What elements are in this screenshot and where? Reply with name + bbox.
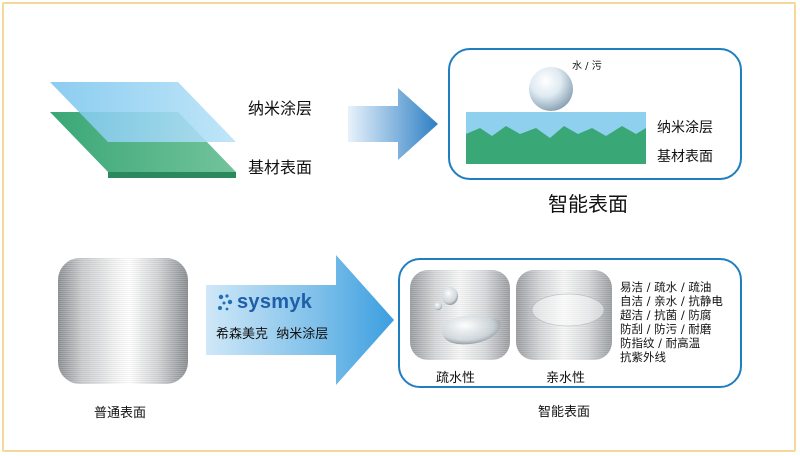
- panel-substrate-label: 基材表面: [657, 149, 713, 165]
- property-item: 自洁 / 亲水 / 抗静电: [620, 294, 723, 308]
- coating-layer: [50, 82, 236, 142]
- hydrophobic-sample: [410, 270, 510, 360]
- property-item: 抗紫外线: [620, 350, 666, 364]
- brand-name: sysmyk: [237, 291, 313, 313]
- top-caption: 智能表面: [548, 192, 628, 216]
- property-item: 易洁 / 疏水 / 疏油: [620, 280, 712, 294]
- hydrophobic-droplets: [434, 287, 501, 345]
- water-droplet: [529, 67, 573, 111]
- top-arrow: [348, 88, 438, 160]
- droplet-label: 水 / 污: [572, 61, 602, 72]
- substrate-layer-side: [108, 172, 236, 178]
- property-item: 防刮 / 防污 / 耐磨: [620, 322, 712, 336]
- coating-label: 纳米涂层: [248, 99, 313, 118]
- substrate-label: 基材表面: [248, 158, 313, 177]
- property-list: 易洁 / 疏水 / 疏油 自洁 / 亲水 / 抗静电 超洁 / 抗菌 / 防腐 …: [620, 280, 723, 364]
- bottom-arrow: [206, 255, 394, 385]
- substrate-band: [466, 126, 646, 164]
- surface-cross-section: [466, 67, 646, 164]
- property-item: 超洁 / 抗菌 / 防腐: [620, 308, 712, 322]
- hydrophilic-label: 亲水性: [546, 371, 586, 386]
- property-item: 防指纹 / 耐高温: [620, 336, 701, 350]
- splash-icon: [218, 293, 233, 310]
- hydrophilic-film: [531, 293, 605, 327]
- brand-coating-text: 希森美克 纳米涂层: [216, 327, 329, 342]
- bottom-caption: 智能表面: [538, 405, 591, 420]
- hydrophobic-label: 疏水性: [436, 371, 476, 386]
- sysmyk-logo: sysmyk: [216, 291, 312, 314]
- panel-coating-label: 纳米涂层: [657, 120, 713, 136]
- plain-surface-caption: 普通表面: [94, 406, 147, 421]
- hydrophilic-sample: [516, 270, 612, 360]
- layer-illustration: [50, 82, 236, 178]
- plain-surface-image: [58, 258, 188, 384]
